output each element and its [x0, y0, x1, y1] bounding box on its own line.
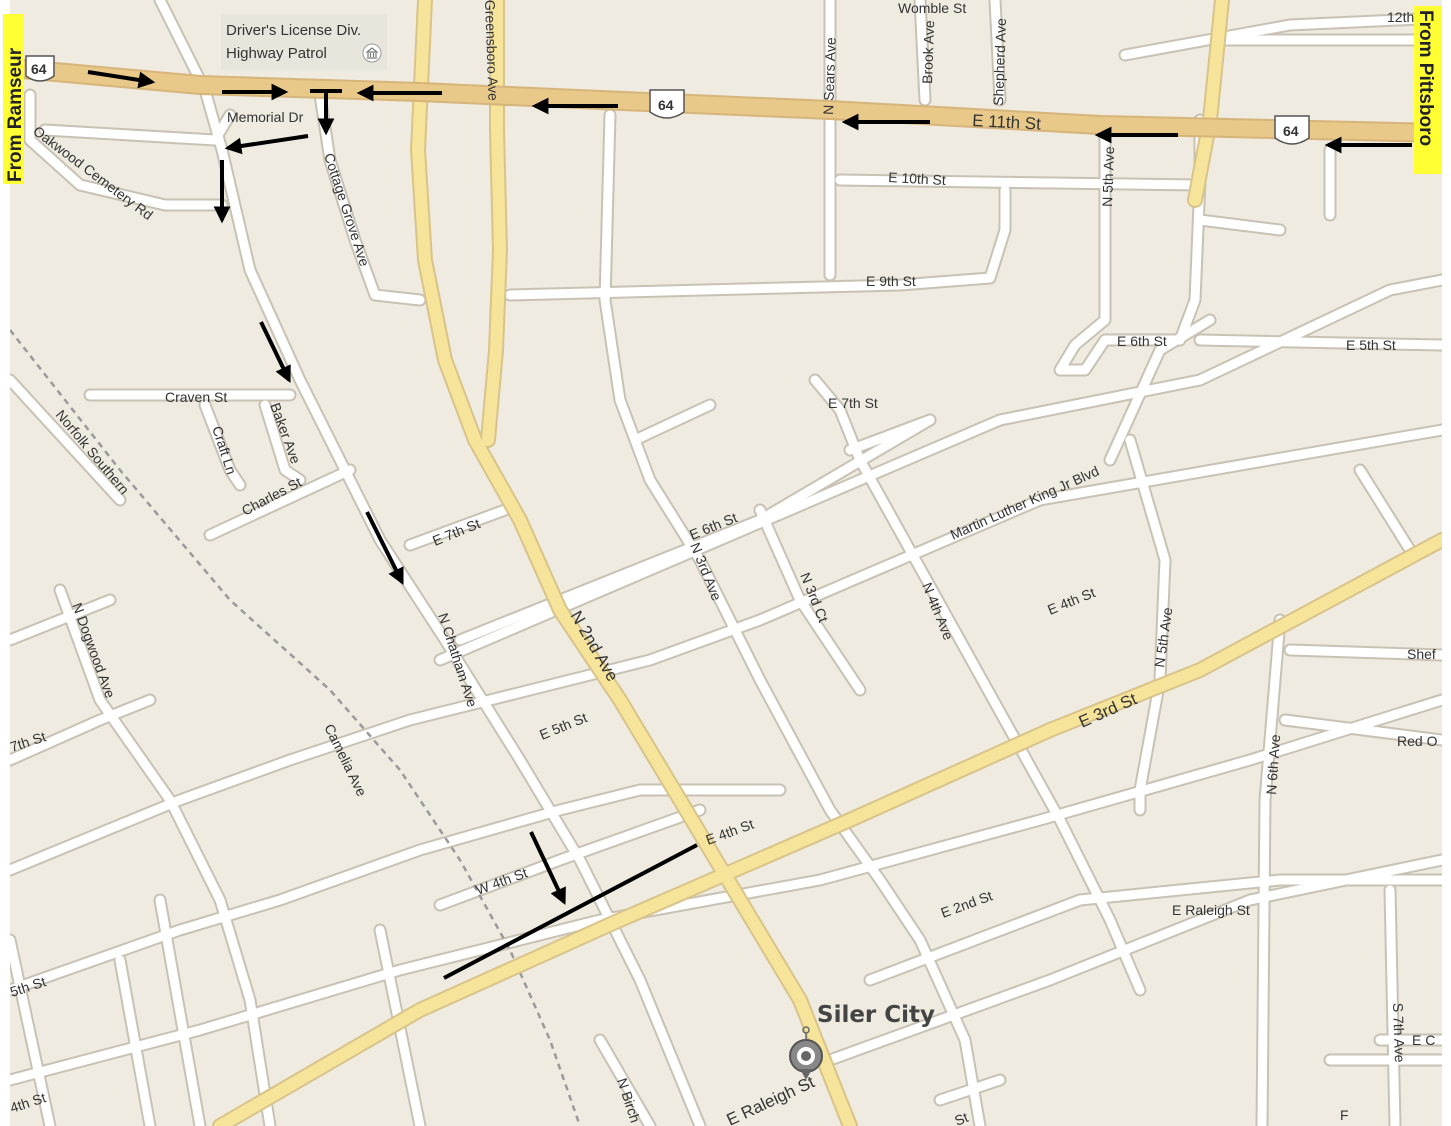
arrow-chatham-1: [259, 321, 291, 384]
poi-line-2: Highway Patrol: [226, 45, 327, 62]
arrow-chatham-3: [529, 831, 566, 906]
svg-text:64: 64: [1283, 123, 1299, 139]
label-e-10th-st: E 10th St: [888, 169, 946, 188]
label-n-5th-ave-top: N 5th Ave: [1099, 146, 1117, 207]
route-shield-right: 64: [1274, 115, 1310, 145]
label-e-11th-st: E 11th St: [972, 111, 1042, 134]
svg-text:From Ramseur: From Ramseur: [5, 47, 26, 182]
railway-line: [10, 329, 582, 1126]
arrow-southwest: [224, 134, 309, 155]
label-red-o: Red O: [1397, 733, 1438, 749]
label-memorial-dr: Memorial Dr: [227, 109, 304, 125]
route-shield-middle: 64: [649, 89, 685, 119]
label-st-bottom: St: [952, 1109, 970, 1126]
label-shepherd-ave: Shepherd Ave: [990, 18, 1009, 106]
label-brook-ave: Brook Ave: [919, 20, 937, 84]
label-e-6th-st-right: E 6th St: [1117, 333, 1167, 349]
label-e-7th-st-mid: E 7th St: [828, 395, 878, 411]
label-e-5th-st-right: E 5th St: [1346, 337, 1396, 353]
label-e-raleigh-st-right: E Raleigh St: [1172, 902, 1250, 918]
destination-bar: [443, 843, 698, 980]
arrow-east-1: [87, 70, 156, 89]
label-craven-st: Craven St: [165, 389, 227, 405]
city-name-label: Siler City: [817, 1002, 935, 1028]
label-shef: Shef: [1407, 646, 1436, 662]
svg-text:64: 64: [658, 97, 674, 113]
route-arrows: [87, 70, 1412, 980]
arrow-chatham-2: [365, 511, 404, 586]
label-e-9th-st: E 9th St: [866, 273, 916, 289]
from-pittsboro-label: From Pittsboro: [1414, 6, 1442, 174]
label-s-7th-ave: S 7th Ave: [1390, 1003, 1408, 1063]
us-64-highway: [10, 58, 1442, 143]
minor-streets: [10, 0, 1442, 1126]
poi-line-1: Driver's License Div.: [226, 22, 361, 39]
from-ramseur-label: From Ramseur: [3, 14, 26, 184]
label-e-c: E C: [1412, 1032, 1435, 1048]
label-f-bottom: F: [1340, 1107, 1349, 1123]
label-womble-st: Womble St: [898, 0, 966, 16]
route-shield-left: 64: [25, 55, 55, 82]
poi-drivers-license[interactable]: Driver's License Div. Highway Patrol: [221, 14, 387, 70]
major-roads: [212, 0, 1442, 1126]
svg-text:From Pittsboro: From Pittsboro: [1415, 10, 1436, 146]
svg-text:64: 64: [31, 61, 47, 77]
label-12th: 12th: [1387, 9, 1414, 25]
city-location-pin-icon[interactable]: [789, 1026, 823, 1080]
government-building-icon: [362, 43, 382, 63]
label-n-sears-ave: N Sears Ave: [820, 37, 839, 115]
label-n-6th-ave: N 6th Ave: [1263, 734, 1283, 796]
label-greensboro-ave: Greensboro Ave: [482, 0, 502, 101]
